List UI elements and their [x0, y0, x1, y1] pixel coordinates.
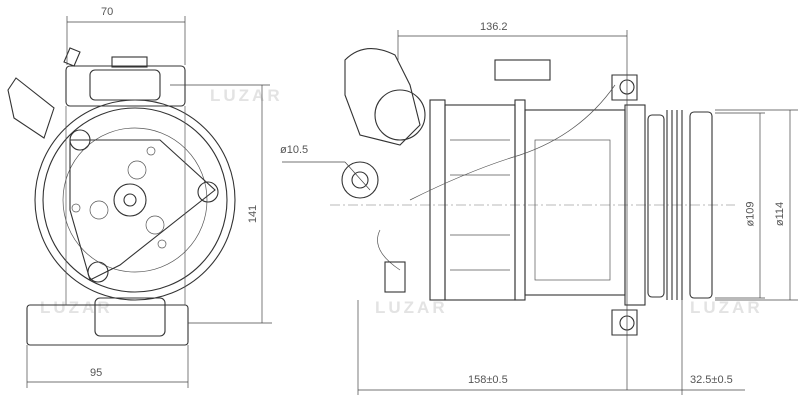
dimension-mount-length: 158±0.5: [468, 374, 508, 386]
dimension-overall-length: 136.2: [480, 21, 508, 33]
dimension-pulley-offset: 32.5±0.5: [690, 374, 733, 386]
front-view-dimensions: [26, 16, 272, 388]
watermark-logo: LUZAR: [375, 298, 448, 317]
dimension-pulley-outer: ø114: [774, 201, 787, 227]
side-view: [330, 48, 735, 336]
dimension-top-width: 70: [101, 6, 114, 18]
watermark-logo: LUZAR: [690, 298, 763, 317]
dimension-pulley-inner: ø109: [744, 201, 757, 227]
dimension-port-diameter: ø10.5: [280, 144, 309, 156]
side-view-dimensions: [282, 30, 798, 395]
front-view: [7, 47, 236, 346]
watermark-logo: LUZAR: [40, 298, 113, 317]
dimension-base-width: 95: [90, 367, 103, 379]
dimension-height: 141: [247, 204, 260, 224]
